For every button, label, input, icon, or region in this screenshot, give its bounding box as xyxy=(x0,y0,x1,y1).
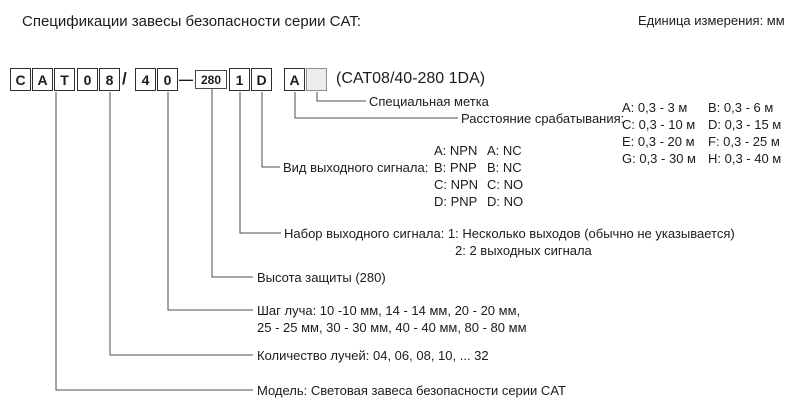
connector-special-mark xyxy=(316,92,366,102)
signal-type-option-a: A: NPN xyxy=(434,143,478,158)
signal-type-option-b: B: PNP xyxy=(434,160,477,175)
connector-signal-set xyxy=(239,92,281,234)
label-beam-pitch-2: 25 - 25 мм, 30 - 30 мм, 40 - 40 мм, 80 -… xyxy=(257,320,527,335)
distance-option-d: D: 0,3 - 15 м xyxy=(708,117,782,132)
code-box-280: 280 xyxy=(195,70,227,89)
connector-distance xyxy=(294,92,458,119)
label-operating-distance: Расстояние срабатывания: xyxy=(461,111,625,126)
signal-contact-option-d: D: NO xyxy=(487,194,524,209)
distance-option-f: F: 0,3 - 25 м xyxy=(708,134,780,149)
connector-signal-type xyxy=(261,92,280,168)
label-model: Модель: Световая завеса безопасности сер… xyxy=(257,383,566,398)
code-box-a2: A xyxy=(284,68,305,91)
distance-option-c: C: 0,3 - 10 м xyxy=(622,117,696,132)
connector-model xyxy=(55,92,253,391)
dash-separator: — xyxy=(179,71,193,87)
distance-option-g: G: 0,3 - 30 м xyxy=(622,151,696,166)
connector-protection-height xyxy=(211,89,253,278)
label-output-signal-set-2: 2: 2 выходных сигнала xyxy=(455,243,592,258)
code-box-8: 8 xyxy=(99,68,120,91)
signal-type-option-c: C: NPN xyxy=(434,177,479,192)
code-box-1: 1 xyxy=(229,68,250,91)
label-protection-height: Высота защиты (280) xyxy=(257,270,386,285)
label-output-signal-set: Набор выходного сигнала: 1: Несколько вы… xyxy=(284,226,735,241)
label-beam-pitch-1: Шаг луча: 10 -10 мм, 14 - 14 мм, 20 - 20… xyxy=(257,303,521,318)
code-box-blank xyxy=(306,68,327,91)
code-box-d: D xyxy=(251,68,272,91)
distance-option-b: B: 0,3 - 6 м xyxy=(708,100,774,115)
unit-label: Единица измерения: мм xyxy=(638,13,785,28)
distance-option-a: A: 0,3 - 3 м xyxy=(622,100,688,115)
slash-separator: / xyxy=(122,69,127,88)
label-special-mark: Специальная метка xyxy=(369,94,489,109)
code-box-0a: 0 xyxy=(77,68,98,91)
signal-contact-option-c: C: NO xyxy=(487,177,524,192)
signal-contact-option-a: A: NC xyxy=(487,143,522,158)
code-box-4: 4 xyxy=(135,68,156,91)
connector-beam-pitch xyxy=(167,92,253,311)
connector-beam-count xyxy=(109,92,253,356)
distance-option-e: E: 0,3 - 20 м xyxy=(622,134,695,149)
label-beam-count: Количество лучей: 04, 06, 08, 10, ... 32 xyxy=(257,348,489,363)
code-box-c: C xyxy=(10,68,31,91)
label-output-signal-type: Вид выходного сигнала: xyxy=(283,160,429,175)
distance-option-h: H: 0,3 - 40 м xyxy=(708,151,782,166)
signal-contact-option-b: B: NC xyxy=(487,160,522,175)
code-box-0b: 0 xyxy=(157,68,178,91)
code-box-t: T xyxy=(54,68,75,91)
code-box-a1: A xyxy=(32,68,53,91)
code-example: (CAT08/40-280 1DA) xyxy=(336,70,486,87)
signal-type-option-d: D: PNP xyxy=(434,194,478,209)
page-title: Спецификации завесы безопасности серии C… xyxy=(22,13,362,30)
